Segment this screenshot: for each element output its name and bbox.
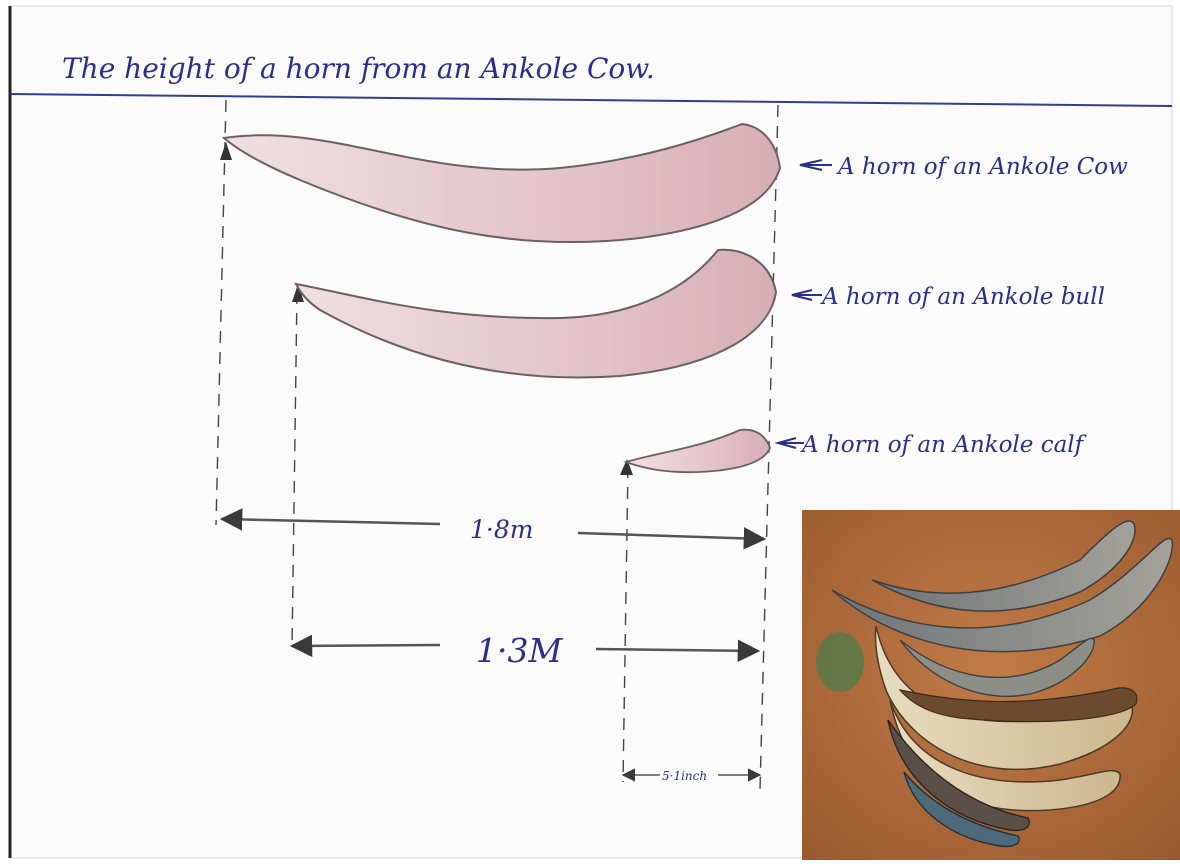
cow-measurement: 1·8m <box>470 515 533 544</box>
bull-horn-label: A horn of an Ankole bull <box>820 284 1105 310</box>
cow-horn-label: A horn of an Ankole Cow <box>836 154 1128 180</box>
photo-grass-patch <box>816 632 864 692</box>
calf-horn-label: A horn of an Ankole calf <box>800 432 1087 458</box>
horns-photo <box>802 510 1180 860</box>
bull-measurement: 1·3M <box>476 631 563 670</box>
bull-measure-left-arrow <box>292 645 440 646</box>
page-title: The height of a horn from an Ankole Cow. <box>62 52 655 85</box>
calf-measurement: 5·1inch <box>662 769 707 783</box>
